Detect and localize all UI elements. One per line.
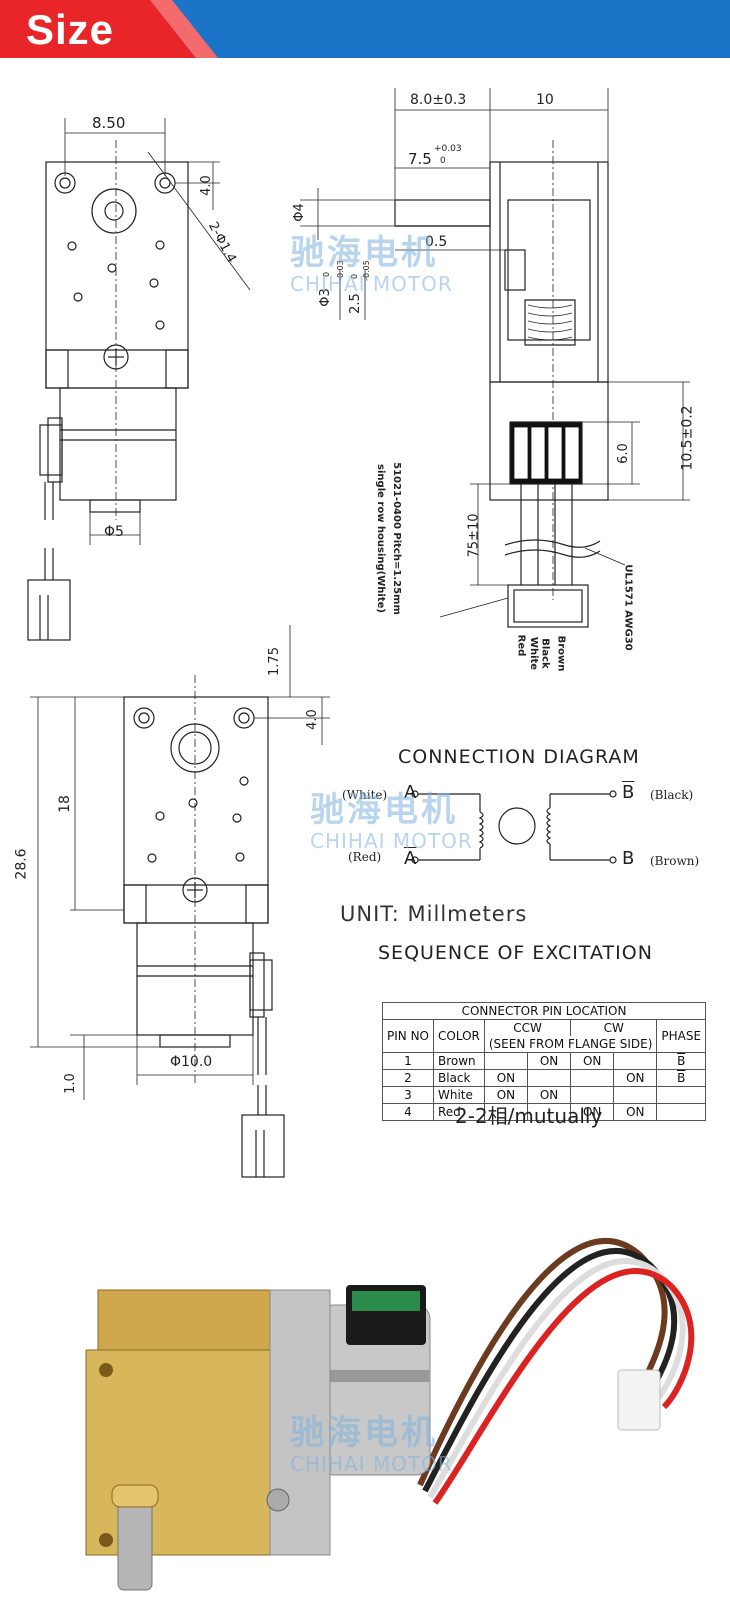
- wire-red: Red: [515, 634, 527, 657]
- banner-title: Size: [26, 6, 115, 53]
- label-b: B: [622, 848, 635, 869]
- dim-shaft-tol-down: 0: [440, 156, 446, 166]
- housing-label-1: 51021-0400 Pitch=1.25mm: [390, 462, 402, 615]
- wire-black: Black: [539, 638, 551, 669]
- label-a-bar: A: [404, 848, 417, 869]
- unit-label: UNIT: Millmeters: [340, 902, 528, 926]
- dim-18: 18: [56, 795, 73, 813]
- dim-286: 28.6: [13, 848, 30, 880]
- dim-d3-tol-down: -0.03: [335, 260, 345, 281]
- col-cw: CW: [570, 1019, 658, 1036]
- connection-diagram: [411, 790, 617, 864]
- label-white: (White): [342, 788, 388, 802]
- dim-d25-tol-up: 0: [350, 273, 360, 280]
- dim-lead-length: 75±10: [466, 513, 482, 558]
- dim-175: 1.75: [266, 647, 282, 676]
- dim-hole-offset: 4.0: [198, 175, 214, 196]
- wire-brown: Brown: [555, 635, 567, 672]
- gearbox-side-view: [300, 88, 690, 628]
- dim-d10: Φ10.0: [170, 1054, 213, 1070]
- dim-gap: 0.5: [425, 234, 448, 250]
- dim-d3-tol-up: 0: [322, 271, 332, 278]
- gearbox-front-view-top: [27, 118, 251, 641]
- table-row: 4 Red ON ON: [382, 1103, 707, 1121]
- col-phase: PHASE: [656, 1019, 707, 1053]
- dim-shaft-length: 7.5: [408, 150, 432, 168]
- dim-width: 8.50: [92, 114, 126, 132]
- dim-shaft-diameter: Φ4: [291, 203, 307, 222]
- motor-photo: [85, 1237, 695, 1591]
- size-banner: [0, 0, 730, 58]
- table-header: CONNECTOR PIN LOCATION: [381, 1002, 707, 1020]
- dim-40: 4.0: [304, 709, 320, 730]
- dim-top-b: 10: [536, 92, 554, 108]
- label-b-bar: B: [622, 782, 635, 803]
- wire-white: White: [528, 636, 540, 671]
- dim-d25: 2.5: [347, 293, 363, 314]
- dim-shaft-tol-up: +0.03: [434, 144, 462, 154]
- dim-d25-tol-down: -0.05: [361, 260, 371, 281]
- table-row: 1 Brown ON ON B: [382, 1052, 707, 1070]
- label-brown: (Brown): [650, 854, 700, 868]
- col-color: COLOR: [433, 1019, 485, 1053]
- dim-10: 1.0: [62, 1073, 78, 1094]
- footnote: 2-2相/mutually: [455, 1104, 603, 1128]
- cable-label: UL1571 AWG30: [622, 564, 634, 651]
- label-red: (Red): [348, 850, 382, 864]
- gearbox-front-view-bottom: [30, 625, 330, 1178]
- col-pin: PIN NO: [382, 1019, 434, 1053]
- housing-label-2: single row housing(White): [374, 464, 386, 613]
- dim-height-motor: 10.5±0.2: [679, 405, 696, 471]
- dim-d3: Φ3: [317, 288, 333, 307]
- table-row: 2 Black ON ON B: [382, 1069, 707, 1087]
- sequence-table: CONNECTOR PIN LOCATION PIN NO COLOR CCW …: [381, 1002, 707, 1121]
- sequence-title: SEQUENCE OF EXCITATION: [378, 942, 653, 964]
- connection-title: CONNECTION DIAGRAM: [398, 746, 640, 768]
- dim-height-connector: 6.0: [615, 443, 631, 464]
- col-seen: (SEEN FROM FLANGE SIDE): [483, 1036, 658, 1053]
- technical-drawing: [27, 88, 690, 1178]
- dim-motor-diameter: Φ5: [104, 524, 124, 540]
- dim-top-a: 8.0±0.3: [410, 92, 467, 108]
- label-a: A: [404, 782, 417, 803]
- col-ccw: CCW: [483, 1019, 572, 1036]
- label-black: (Black): [650, 788, 694, 802]
